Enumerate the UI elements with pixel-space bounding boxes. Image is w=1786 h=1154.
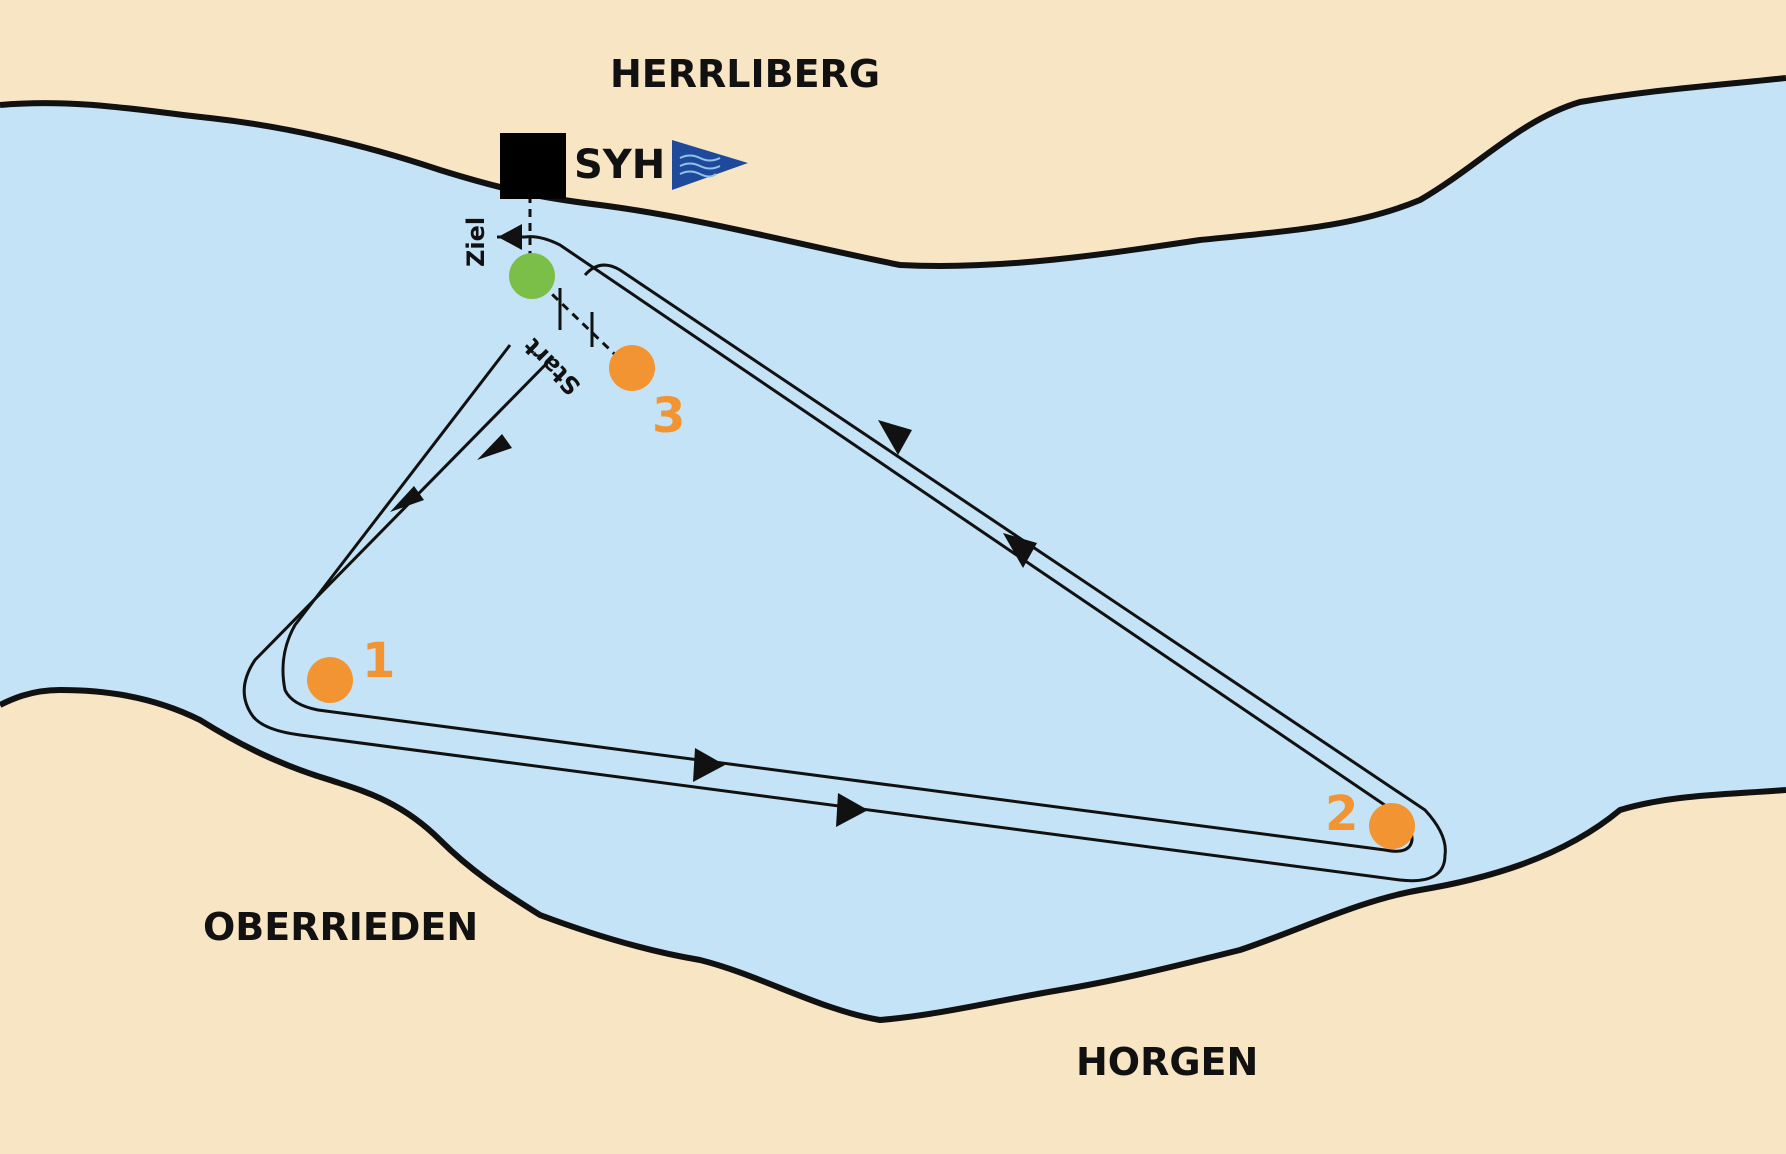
course-outer-loop — [242, 263, 1447, 883]
buoy-mark-3-label: 3 — [652, 388, 685, 444]
finish-arrow — [498, 224, 522, 250]
south-shoreline — [0, 687, 1786, 1023]
finish-line-label: Ziel — [462, 217, 490, 267]
course-inner-loop — [281, 235, 1414, 853]
buoy-mark-2 — [1369, 803, 1415, 849]
pennant-flag-icon — [672, 140, 748, 190]
course-arrow-up-upper — [878, 420, 912, 455]
buoy-mark-2-label: 2 — [1325, 786, 1358, 842]
course-arrow-down-outer — [390, 486, 424, 512]
club-label: SYH — [574, 142, 665, 188]
buoy-mark-1-label: 1 — [362, 633, 395, 689]
course-arrow-up-lower — [1003, 533, 1037, 568]
north-shoreline — [0, 75, 1786, 269]
course-arrow-right-inner — [693, 748, 725, 782]
lake-water — [0, 78, 1786, 1020]
buoy-mark-3 — [609, 345, 655, 391]
place-label-herrliberg: HERRLIBERG — [610, 52, 880, 96]
course-arrow-right-outer — [836, 793, 868, 827]
place-label-horgen: HORGEN — [1076, 1040, 1258, 1084]
place-label-oberrieden: OBERRIEDEN — [203, 905, 478, 949]
start-buoy-green — [509, 253, 555, 299]
buoy-mark-1 — [307, 657, 353, 703]
clubhouse-square-icon — [500, 133, 566, 199]
course-arrow-down-inner — [477, 434, 512, 460]
